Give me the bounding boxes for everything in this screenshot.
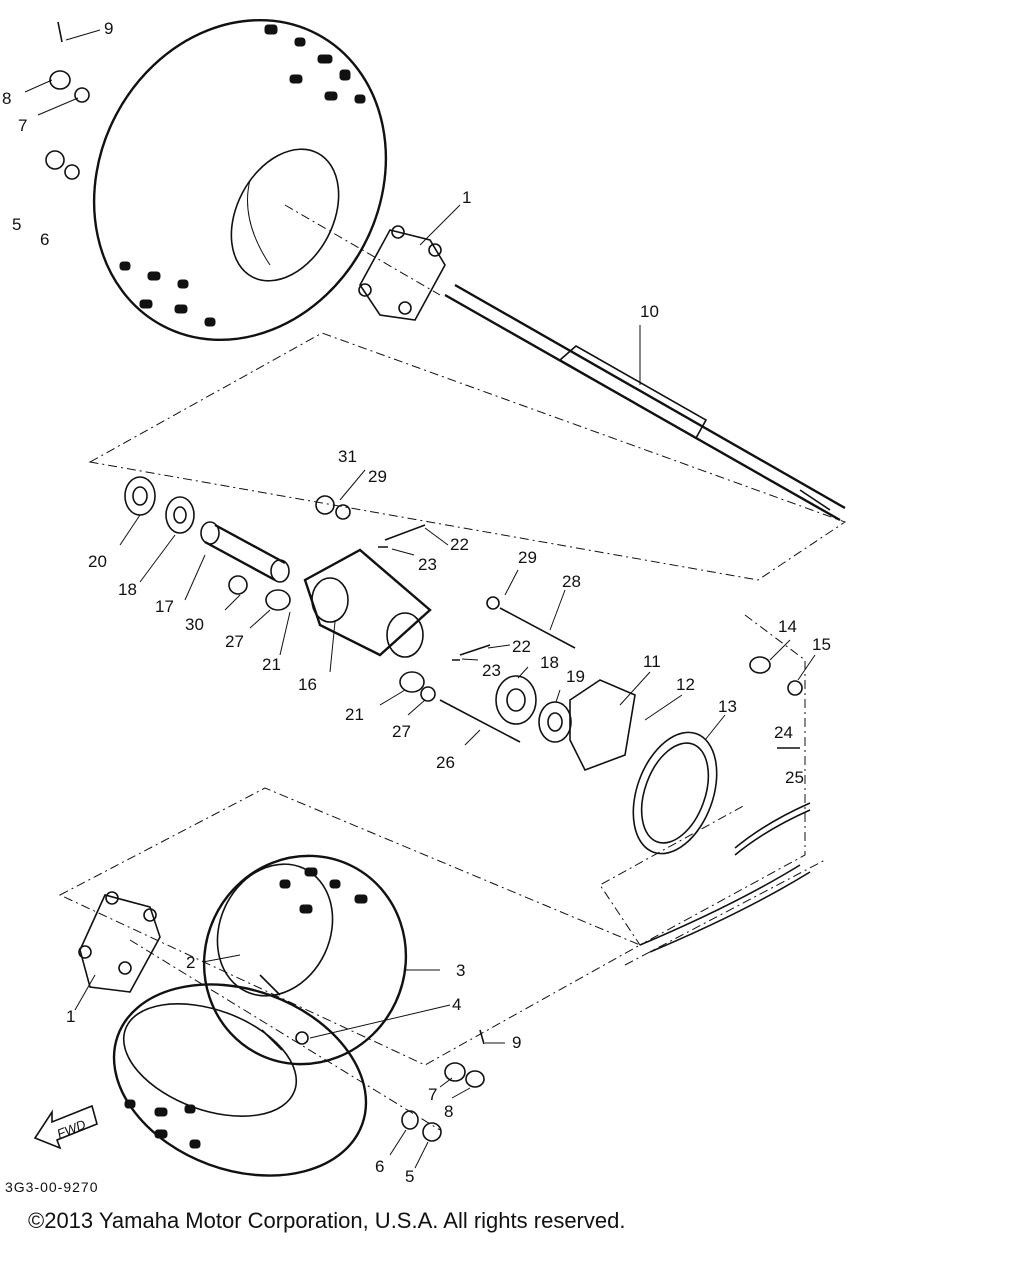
callout-25: 25 (785, 768, 804, 787)
callout-28: 28 (562, 572, 581, 591)
callout-21-b: 21 (345, 705, 364, 724)
axle-section-outline (88, 332, 847, 581)
upper-tire (92, 18, 441, 342)
callout-12: 12 (676, 675, 695, 694)
lower-fasteners (295, 1029, 485, 1142)
callout-18-b: 18 (540, 653, 559, 672)
lower-section-outline (58, 787, 642, 1066)
callout-7-bot: 7 (428, 1085, 437, 1104)
lower-wheel (112, 854, 441, 1177)
callout-14: 14 (778, 617, 797, 636)
chain-guard (599, 614, 826, 966)
callout-27-a: 27 (225, 632, 244, 651)
callout-19: 19 (566, 667, 585, 686)
callout-23-a: 23 (418, 555, 437, 574)
callout-6-bot: 6 (375, 1157, 384, 1176)
callout-16: 16 (298, 675, 317, 694)
callout-9-top: 9 (104, 19, 113, 38)
upper-hub (358, 225, 446, 321)
callout-6-top: 6 (40, 230, 49, 249)
lower-hub (78, 891, 161, 993)
callout-21-a: 21 (262, 655, 281, 674)
callout-8-bot: 8 (444, 1102, 453, 1121)
callout-11: 11 (643, 652, 661, 671)
axle-shaft (444, 283, 846, 522)
callout-30: 30 (185, 615, 204, 634)
callout-numbers: 9 8 7 5 6 1 10 31 29 20 18 17 30 27 21 1… (2, 19, 831, 1186)
callout-1-bot: 1 (66, 1007, 75, 1026)
callout-29-a: 29 (368, 467, 387, 486)
callout-24: 24 (774, 723, 793, 742)
callout-8-top: 8 (2, 89, 11, 108)
callout-22-a: 22 (450, 535, 469, 554)
callout-4: 4 (452, 995, 461, 1014)
callout-2: 2 (186, 953, 195, 972)
leader-lines (24, 29, 816, 1169)
upper-fasteners (45, 21, 90, 180)
callout-17: 17 (155, 597, 174, 616)
callout-5-bot: 5 (405, 1167, 414, 1186)
callout-5-top: 5 (12, 215, 21, 234)
callout-10: 10 (640, 302, 659, 321)
bearing-housing-group (124, 476, 576, 743)
callout-13: 13 (718, 697, 737, 716)
sprocket-group (569, 656, 811, 856)
callout-27-b: 27 (392, 722, 411, 741)
callout-3: 3 (456, 961, 465, 980)
callout-20: 20 (88, 552, 107, 571)
callout-18-a: 18 (118, 580, 137, 599)
diagram-code: 3G3-00-9270 (5, 1179, 99, 1195)
callout-31: 31 (338, 447, 357, 466)
callout-7-top: 7 (18, 116, 27, 135)
callout-15: 15 (812, 635, 831, 654)
callout-22-b: 22 (512, 637, 531, 656)
callout-9-bot: 9 (512, 1033, 521, 1052)
callout-29-b: 29 (518, 548, 537, 567)
copyright-notice: ©2013 Yamaha Motor Corporation, U.S.A. A… (28, 1208, 625, 1233)
callout-26: 26 (436, 753, 455, 772)
fwd-arrow: FWD (33, 1104, 98, 1150)
callout-23-b: 23 (482, 661, 501, 680)
callout-1-top: 1 (462, 188, 471, 207)
